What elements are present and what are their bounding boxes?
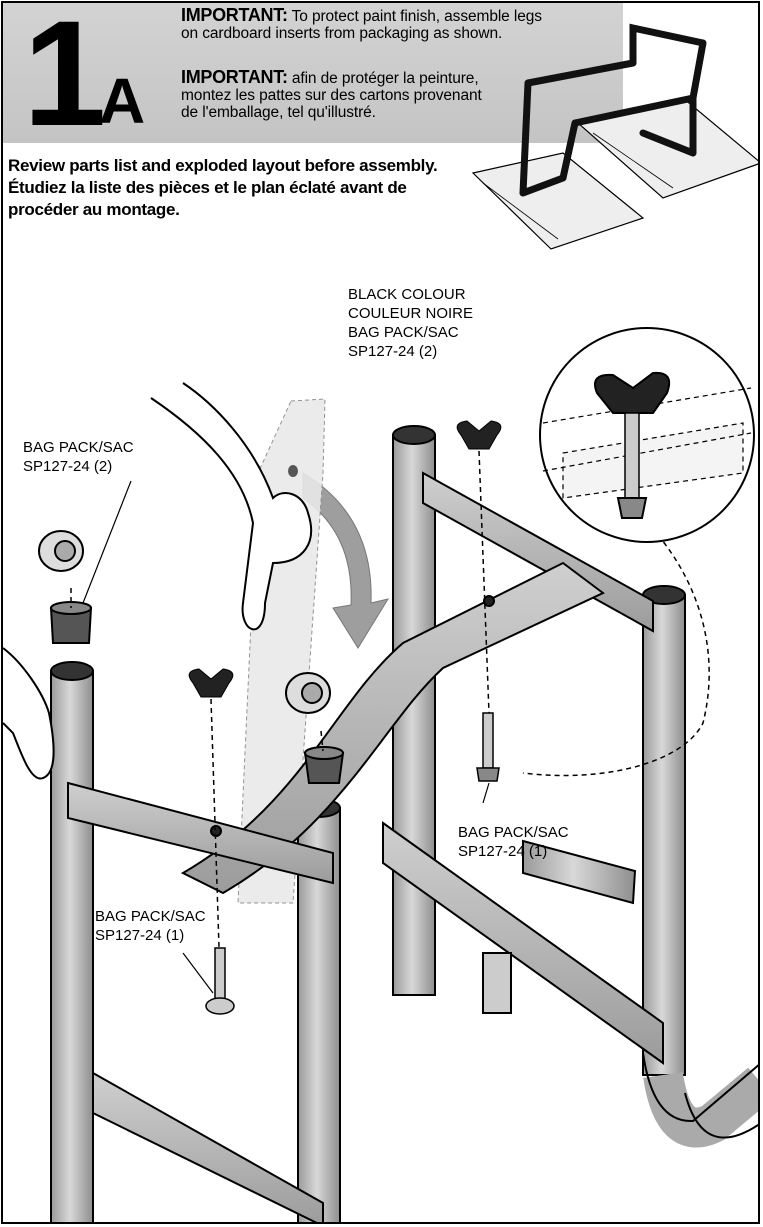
- callout-line: COULEUR NOIRE: [348, 305, 474, 322]
- intro-line: Review parts list and exploded layout be…: [8, 156, 438, 175]
- hands: [3, 382, 313, 780]
- detail-zoom-circle: [539, 327, 755, 543]
- callout-bolt-left: BAG PACK/SAC SP127-24 (1): [95, 907, 206, 945]
- callout-line: BAG PACK/SAC: [348, 324, 459, 341]
- center-beam: [67, 561, 605, 1222]
- caster-wheel: [38, 530, 345, 784]
- callout-line: SP127-24 (2): [348, 343, 438, 360]
- callout-pointers: [82, 480, 490, 994]
- important-text: montez les pattes sur des cartons proven…: [181, 87, 482, 104]
- step-letter: A: [99, 65, 145, 133]
- cardboard-inserts-inset: [471, 23, 758, 250]
- rear-legs: [392, 425, 758, 1148]
- callout-wing-nut: BLACK COLOUR COULEUR NOIRE BAG PACK/SAC …: [348, 285, 473, 361]
- callout-caster: BAG PACK/SAC SP127-24 (2): [23, 438, 134, 476]
- step-number-1a: 1 A: [23, 13, 145, 133]
- step-banner: 1 A IMPORTANT: To protect paint finish, …: [3, 3, 623, 143]
- callout-line: BLACK COLOUR: [348, 286, 466, 303]
- callout-line: SP127-24 (1): [458, 843, 548, 860]
- intro-instructions: Review parts list and exploded layout be…: [8, 155, 438, 221]
- callout-line: SP127-24 (2): [23, 458, 113, 475]
- rotation-arrow: [302, 472, 390, 649]
- important-text: on cardboard inserts from packaging as s…: [181, 25, 503, 42]
- bolt: [205, 712, 500, 1015]
- important-label: IMPORTANT:: [181, 67, 288, 87]
- assembly-illustration: [3, 23, 758, 1222]
- intro-line: Étudiez la liste des pièces et le plan é…: [8, 178, 407, 197]
- important-text: de l'emballage, tel qu'illustré.: [181, 104, 376, 121]
- important-label: IMPORTANT:: [181, 5, 288, 25]
- important-note-en: IMPORTANT: To protect paint finish, asse…: [181, 5, 542, 42]
- wing-nut: [188, 420, 502, 698]
- callout-line: SP127-24 (1): [95, 927, 185, 944]
- step-number: 1: [23, 13, 106, 133]
- intro-line: procéder au montage.: [8, 200, 180, 219]
- important-text: To protect paint finish, assemble legs: [287, 8, 542, 25]
- important-note-fr: IMPORTANT: afin de protéger la peinture,…: [181, 67, 482, 121]
- callout-line: BAG PACK/SAC: [23, 439, 134, 456]
- assembly-guide-lines: [70, 450, 710, 948]
- callout-line: BAG PACK/SAC: [95, 908, 206, 925]
- callout-line: BAG PACK/SAC: [458, 824, 569, 841]
- callout-bolt-right: BAG PACK/SAC SP127-24 (1): [458, 823, 569, 861]
- important-text: afin de protéger la peinture,: [287, 70, 479, 87]
